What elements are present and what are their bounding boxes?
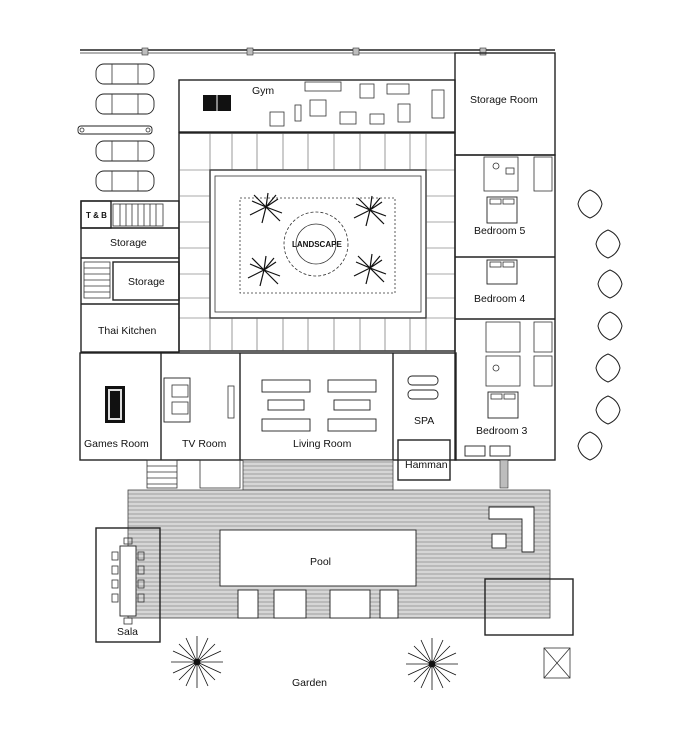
sala-pavilion: Sala <box>95 527 161 643</box>
north-boundary-wall <box>80 47 555 56</box>
stairs-icon <box>112 203 164 227</box>
pool-label: Pool <box>310 556 331 568</box>
car-icon <box>95 93 155 115</box>
garden-label: Garden <box>292 677 327 689</box>
sun-lounger-icons <box>237 589 399 619</box>
hamman-label: Hamman <box>405 459 448 471</box>
storage-room-label: Storage Room <box>470 94 538 106</box>
dining-table-icon <box>111 537 145 625</box>
storage-label: Storage <box>110 237 147 249</box>
swimming-pool: Pool <box>219 529 417 587</box>
hedge-tree-icons <box>577 189 623 461</box>
bed-icon <box>486 196 518 224</box>
tree-icon <box>249 192 283 224</box>
storage-label: Storage <box>128 276 165 288</box>
tree-icon <box>353 253 387 285</box>
sofa-icon <box>261 379 377 432</box>
west-service-wing: T & B Storage Storage Thai Kit <box>80 200 180 353</box>
living-room-label: Living Room <box>293 438 352 450</box>
spa-label: SPA <box>414 415 434 427</box>
stairs-icon <box>83 261 111 299</box>
utility-box-icon <box>543 647 571 679</box>
east-bedroom-wing: Bedroom 5 Bedroom 4 Bedroom 3 <box>454 154 556 489</box>
bed-icon <box>486 259 518 285</box>
bedroom-4-label: Bedroom 4 <box>474 293 526 305</box>
bed-icon <box>487 391 519 419</box>
storage-room: Storage Room <box>454 52 556 156</box>
bathroom <box>485 321 553 387</box>
outbuilding <box>484 578 574 636</box>
gate-bar <box>77 125 153 135</box>
bedroom-3-label: Bedroom 3 <box>476 425 528 437</box>
tv-room-label: TV Room <box>182 438 227 450</box>
courtyard-walkway: LANDSCAPE <box>178 132 456 352</box>
front-steps <box>146 459 241 489</box>
car-icon <box>95 140 155 162</box>
thai-kitchen-label: Thai Kitchen <box>98 325 157 337</box>
t-and-b-label: T & B <box>86 211 107 220</box>
main-living-wing: Games Room TV Room Living Room SPA <box>79 352 457 481</box>
parking-area <box>77 63 155 192</box>
sofa-icon <box>464 445 511 457</box>
palm-tree-icon <box>171 636 223 688</box>
sofa-icon <box>488 506 535 553</box>
games-room-label: Games Room <box>84 438 149 450</box>
landscape-label: LANDSCAPE <box>292 240 342 249</box>
sala-label: Sala <box>117 626 138 638</box>
gym-equipment-icons <box>269 81 445 127</box>
ping-pong-table-icon <box>203 95 231 111</box>
walkway-grid <box>179 133 455 351</box>
massage-bed-icon <box>407 375 439 400</box>
gym-label: Gym <box>252 85 274 97</box>
car-icon <box>95 170 155 192</box>
sofa-icon <box>163 377 235 423</box>
tree-icon <box>353 195 387 227</box>
bathroom <box>483 156 553 192</box>
gym-room: Gym <box>178 79 456 133</box>
tree-icon <box>247 255 281 287</box>
car-icon <box>95 63 155 85</box>
pool-table-icon <box>105 386 125 423</box>
palm-tree-icon <box>406 638 458 690</box>
landscape-garden: LANDSCAPE <box>239 192 396 294</box>
bedroom-5-label: Bedroom 5 <box>474 225 526 237</box>
